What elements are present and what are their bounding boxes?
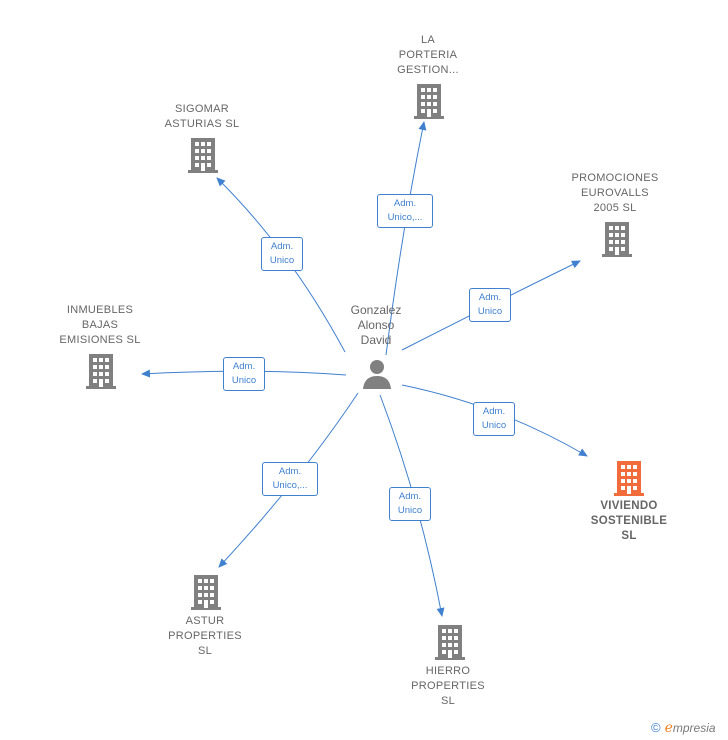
company-name-la-porteria[interactable]: LA PORTERIA GESTION... [380, 33, 476, 78]
company-name-line: EUROVALLS [581, 187, 649, 199]
building-icon[interactable] [435, 624, 465, 660]
company-name-sigomar[interactable]: SIGOMAR ASTURIAS SL [152, 102, 252, 132]
relation-line: Adm. [232, 361, 256, 372]
person-name-line: Alonso [357, 318, 395, 332]
company-name-hierro[interactable]: HIERRO PROPERTIES SL [398, 664, 498, 709]
relation-line: Unico [269, 255, 295, 266]
relation-line: Unico [231, 375, 257, 386]
relation-line: Adm. [278, 466, 302, 477]
relation-badge-astur[interactable]: Adm. Unico,... [262, 462, 318, 496]
company-name-astur[interactable]: ASTUR PROPERTIES SL [155, 614, 255, 659]
building-icon[interactable] [188, 137, 218, 173]
relation-line: Unico [397, 505, 423, 516]
relation-line: Adm. [393, 198, 417, 209]
company-name-line: PROPERTIES [168, 630, 242, 642]
relation-badge-promociones[interactable]: Adm. Unico [469, 288, 511, 322]
relation-badge-hierro[interactable]: Adm. Unico [389, 487, 431, 521]
relation-line: Unico,... [387, 212, 423, 223]
company-name-line: PROPERTIES [411, 680, 485, 692]
company-name-line: SL [621, 530, 637, 542]
company-name-line: 2005 SL [593, 202, 637, 214]
company-name-promociones[interactable]: PROMOCIONES EUROVALLS 2005 SL [560, 171, 670, 216]
building-icon[interactable] [602, 221, 632, 257]
relation-line: Unico [477, 306, 503, 317]
company-name-line: ASTUR [185, 615, 225, 627]
building-icon[interactable] [86, 353, 116, 389]
building-icon[interactable] [191, 574, 221, 610]
person-icon[interactable] [361, 358, 393, 390]
company-name-line: INMUEBLES [66, 304, 134, 316]
relation-line: Adm. [398, 491, 422, 502]
brand-initial: e [664, 720, 673, 736]
company-name-line: LA [420, 34, 436, 46]
company-name-viviendo[interactable]: VIVIENDO SOSTENIBLE SL [574, 499, 684, 544]
building-icon[interactable] [614, 460, 644, 496]
company-name-line: SL [440, 695, 456, 707]
brand-name: mpresia [672, 721, 716, 735]
relation-badge-la-porteria[interactable]: Adm. Unico,... [377, 194, 433, 228]
relation-line: Adm. [270, 241, 294, 252]
person-name[interactable]: Gonzalez Alonso David [336, 303, 416, 348]
relation-line: Unico,... [272, 480, 308, 491]
relation-badge-viviendo[interactable]: Adm. Unico [473, 402, 515, 436]
company-name-line: PROMOCIONES [571, 172, 659, 184]
company-name-line: SOSTENIBLE [590, 515, 668, 527]
company-name-line: EMISIONES SL [59, 334, 141, 346]
company-name-inmuebles[interactable]: INMUEBLES BAJAS EMISIONES SL [48, 303, 152, 348]
relation-line: Adm. [478, 292, 502, 303]
company-name-line: BAJAS [81, 319, 119, 331]
relation-badge-sigomar[interactable]: Adm. Unico [261, 237, 303, 271]
company-name-line: HIERRO [425, 665, 471, 677]
company-name-line: ASTURIAS SL [164, 118, 240, 130]
company-name-line: PORTERIA [398, 49, 458, 61]
company-name-line: GESTION... [397, 64, 459, 76]
relation-badge-inmuebles[interactable]: Adm. Unico [223, 357, 265, 391]
copyright-icon: © [651, 720, 661, 735]
relation-line: Adm. [482, 406, 506, 417]
edge-la-porteria [385, 121, 427, 356]
company-name-line: VIVIENDO [600, 500, 658, 512]
relation-line: Unico [481, 420, 507, 431]
person-name-line: Gonzalez [350, 303, 402, 317]
brand-logo[interactable]: ©empresia [651, 720, 716, 736]
company-name-line: SL [197, 645, 213, 657]
building-icon[interactable] [414, 83, 444, 119]
person-name-line: David [360, 333, 392, 347]
company-name-line: SIGOMAR [174, 103, 230, 115]
